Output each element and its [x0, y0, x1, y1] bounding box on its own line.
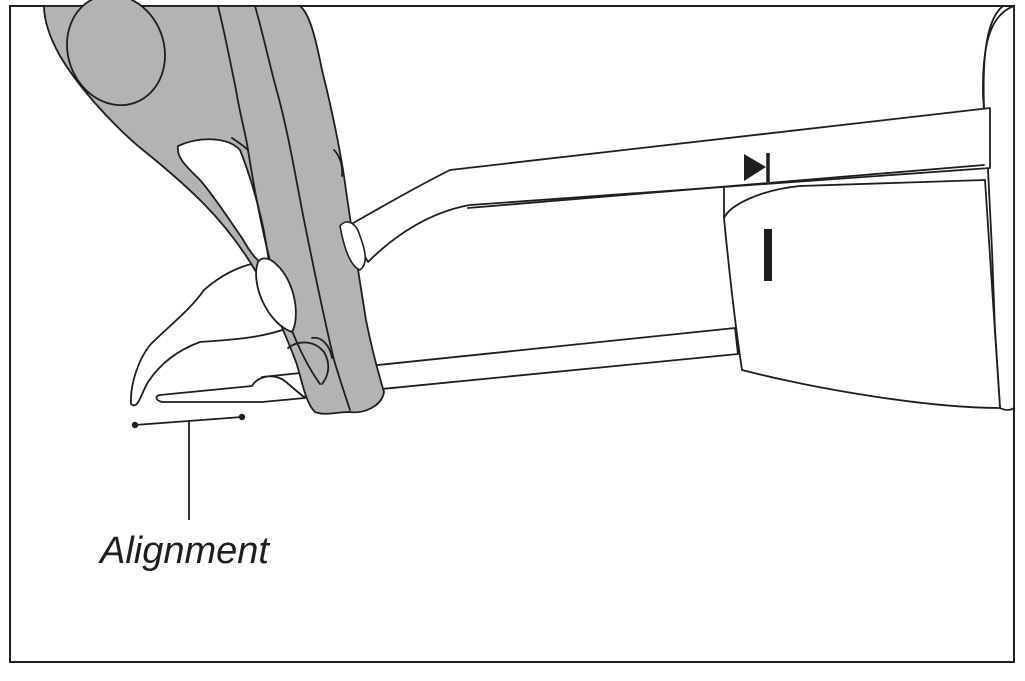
lower-probe-tip	[155, 375, 306, 403]
alignment-callout: Alignment	[98, 413, 270, 572]
alignment-left-dot	[131, 421, 139, 429]
connector-block	[723, 179, 1001, 409]
clamp-tool	[43, 0, 385, 415]
device-body-edge	[982, 5, 1004, 109]
switch-i-mark-icon	[764, 229, 772, 281]
upper-arm-ring	[339, 221, 367, 271]
device-body	[982, 5, 1015, 411]
upper-probe-arm-inner-line	[467, 164, 985, 209]
upper-probe-arm	[347, 107, 991, 263]
diode-symbol-icon	[744, 153, 770, 182]
alignment-right-dot	[238, 413, 246, 421]
probe-neck-ring	[255, 257, 297, 333]
alignment-label: Alignment	[98, 530, 270, 572]
upper-probe-hook-tip	[130, 261, 289, 407]
